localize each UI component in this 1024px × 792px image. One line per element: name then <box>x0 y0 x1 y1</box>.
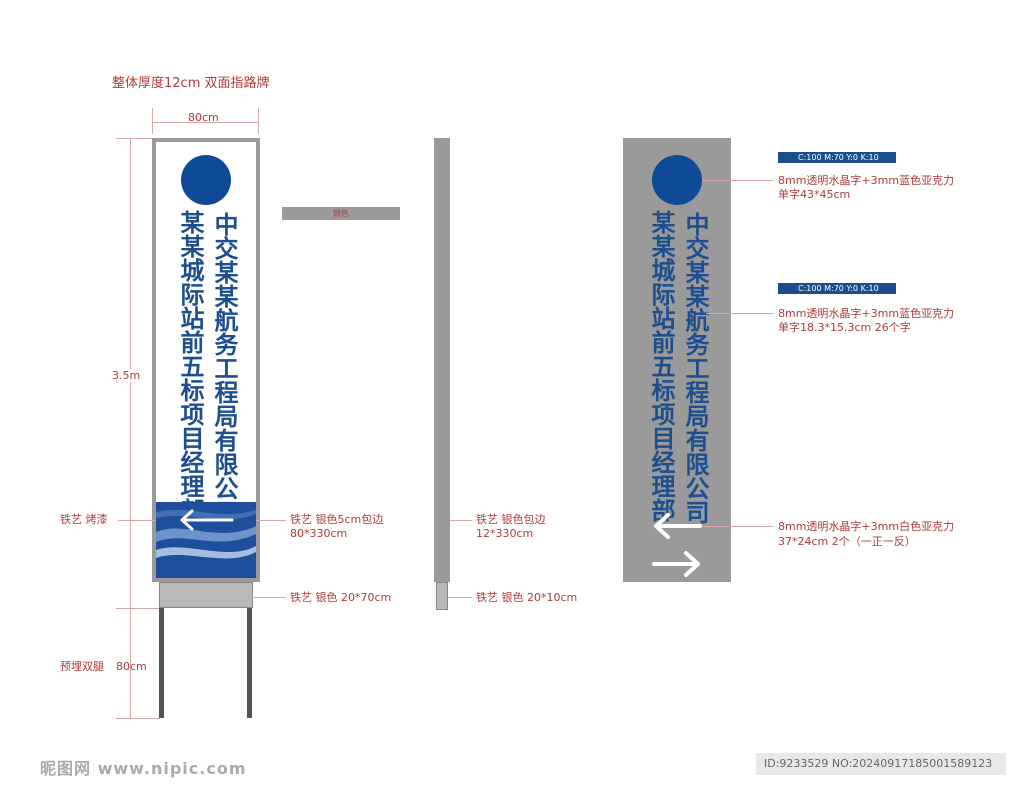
side-callout-edge-2: 12*330cm <box>476 527 534 540</box>
callout-legs-2: 80cm <box>116 660 147 673</box>
front-leg-left <box>159 608 164 718</box>
double-arrow-icon <box>652 513 702 577</box>
height-label: 3.5m <box>112 369 141 382</box>
width-label: 80cm <box>188 111 219 124</box>
note-1-line1: 8mm透明水晶字+3mm蓝色亚克力 <box>778 174 955 187</box>
note-1-line <box>702 180 774 181</box>
width-dimension-line <box>152 122 258 123</box>
back-sign-panel <box>623 138 731 582</box>
cmyk-swatch-2: C:100 M:70 Y:0 K:10 <box>778 283 896 294</box>
watermark-left: 昵图网 www.nipic.com <box>40 759 247 778</box>
top-view-bar <box>282 207 400 220</box>
front-left-text: 某某城际站前五标项目经理部 <box>176 210 204 522</box>
callout-base: 铁艺 银色 20*70cm <box>290 591 392 604</box>
side-view-panel <box>434 138 450 582</box>
front-right-text: 中交某某航务工程局有限公司 <box>210 212 238 524</box>
logo-circle-icon <box>181 155 231 205</box>
height-tick-bottom <box>116 718 160 719</box>
back-logo-circle-icon <box>652 155 702 205</box>
callout-base-line <box>222 597 286 598</box>
drawing-title: 整体厚度12cm 双面指路牌 <box>112 76 270 91</box>
width-dimension-tick-right <box>258 108 259 134</box>
note-2-line1: 8mm透明水晶字+3mm蓝色亚克力 <box>778 307 955 320</box>
wave-decoration-icon <box>156 509 256 559</box>
front-decor-panel <box>156 502 256 578</box>
callout-legs-1: 预埋双腿 <box>60 660 104 673</box>
front-leg-right <box>247 608 252 718</box>
back-left-text: 某某城际站前五标项目经理部 <box>647 210 675 522</box>
note-3-line2: 37*24cm 2个（一正一反） <box>778 535 916 548</box>
height-tick-top <box>116 138 152 139</box>
side-callout-base: 铁艺 银色 20*10cm <box>476 591 578 604</box>
note-3-line <box>702 526 774 527</box>
callout-edge-line <box>256 520 286 521</box>
callout-paint-line <box>118 520 156 521</box>
note-2-line <box>706 313 774 314</box>
note-3-line1: 8mm透明水晶字+3mm白色亚克力 <box>778 520 955 533</box>
side-view-base <box>436 582 448 610</box>
cmyk-swatch-1: C:100 M:70 Y:0 K:10 <box>778 152 896 163</box>
top-view-label: 银色 <box>333 209 349 218</box>
callout-edge-1: 铁艺 银色5cm包边 <box>290 513 384 526</box>
side-callout-edge-1: 铁艺 银色包边 <box>476 513 546 526</box>
callout-paint: 铁艺 烤漆 <box>60 513 108 526</box>
width-dimension-tick-left <box>152 108 153 134</box>
back-right-text: 中交某某航务工程局有限公司 <box>681 212 709 524</box>
side-callout-edge-line <box>450 520 472 521</box>
watermark-right: ID:9233529 NO:20240917185001589123 <box>756 753 1006 775</box>
side-callout-base-line <box>448 597 472 598</box>
note-1-line2: 单字43*45cm <box>778 188 851 201</box>
callout-edge-2: 80*330cm <box>290 527 348 540</box>
front-base-block <box>159 582 253 608</box>
note-2-line2: 单字18.3*15.3cm 26个字 <box>778 321 911 334</box>
height-dimension-line <box>130 138 131 718</box>
height-tick-base <box>116 608 160 609</box>
